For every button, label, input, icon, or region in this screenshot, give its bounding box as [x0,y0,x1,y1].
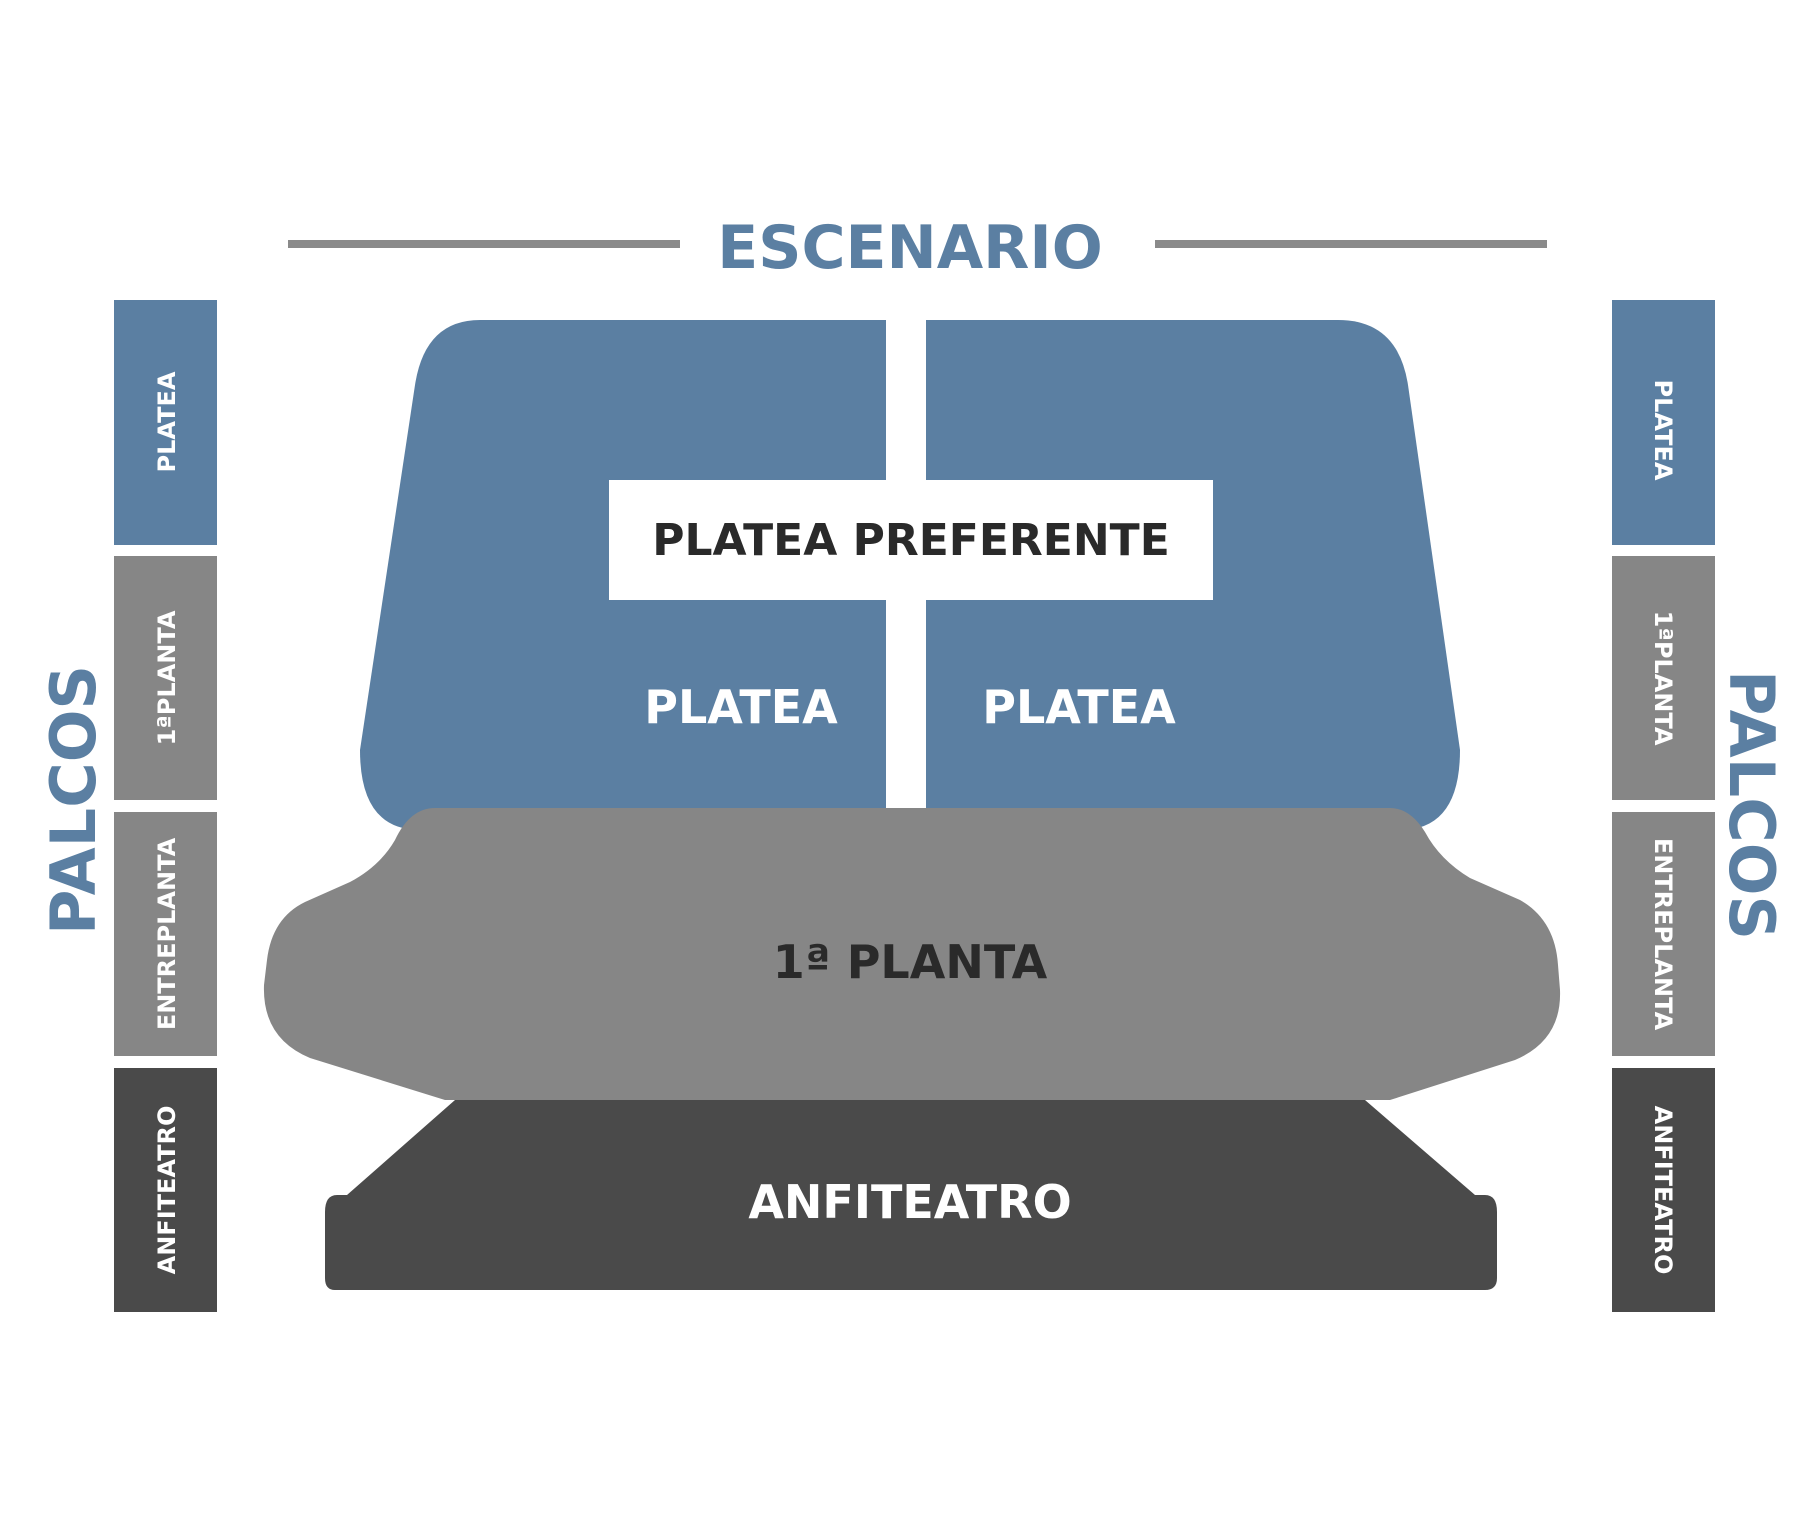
primera-planta-shape [263,808,1561,1100]
palco-left-1a-planta-box [114,556,217,800]
stage-label: ESCENARIO [717,213,1102,283]
platea-section[interactable]: PLATEA PREFERENTE PLATEA PLATEA [360,320,1460,835]
palco-right-platea-label: PLATEA [1649,380,1677,481]
platea-preferente-label: PLATEA PREFERENTE [652,515,1170,566]
palco-left-anfiteatro[interactable]: ANFITEATRO [114,1068,217,1312]
palco-left-entreplanta-box [114,812,217,1056]
platea-right-label: PLATEA [982,680,1176,734]
palco-right-anfiteatro-label: ANFITEATRO [1649,1106,1677,1275]
palco-right-1a-planta[interactable]: 1ªPLANTA [1612,556,1715,800]
palcos-left-title: PALCOS [37,665,110,935]
palco-right-platea[interactable]: PLATEA [1612,300,1715,545]
palco-left-anfiteatro-label: ANFITEATRO [153,1106,181,1275]
palco-right-anfiteatro[interactable]: ANFITEATRO [1612,1068,1715,1312]
platea-preferente-box[interactable] [609,480,1213,600]
palco-right-anfiteatro-box [1612,1068,1715,1312]
stage-line-right [1155,240,1547,248]
platea-left-label: PLATEA [644,680,838,734]
stage: ESCENARIO [288,213,1547,283]
palco-left-platea-label: PLATEA [153,371,181,472]
palco-left-platea[interactable]: PLATEA [114,300,217,545]
palco-right-1a-planta-box [1612,556,1715,800]
stage-line-left [288,240,680,248]
palco-left-1a-planta[interactable]: 1ªPLANTA [114,556,217,800]
palco-right-platea-box [1612,300,1715,545]
palcos-left: PALCOS PLATEA 1ªPLANTA ENTREPLANTA ANFIT… [37,300,217,1312]
palco-left-anfiteatro-box [114,1068,217,1312]
palco-right-entreplanta-box [1612,812,1715,1056]
palcos-right: PALCOS PLATEA 1ªPLANTA ENTREPLANTA ANFIT… [1612,300,1788,1312]
palco-left-1a-planta-label: 1ªPLANTA [153,610,181,745]
anfiteatro-label: ANFITEATRO [748,1175,1071,1229]
primera-planta-label: 1ª PLANTA [773,935,1048,989]
palco-left-entreplanta[interactable]: ENTREPLANTA [114,812,217,1056]
palco-right-entreplanta[interactable]: ENTREPLANTA [1612,812,1715,1056]
palco-right-1a-planta-label: 1ªPLANTA [1649,611,1677,746]
palco-right-entreplanta-label: ENTREPLANTA [1649,838,1677,1031]
primera-planta-section[interactable]: 1ª PLANTA [263,808,1561,1100]
palcos-right-title: PALCOS [1715,670,1788,940]
anfiteatro-shape [325,1100,1497,1290]
anfiteatro-section[interactable]: ANFITEATRO [325,1100,1497,1290]
palco-left-platea-box [114,300,217,545]
palco-left-entreplanta-label: ENTREPLANTA [153,837,181,1030]
